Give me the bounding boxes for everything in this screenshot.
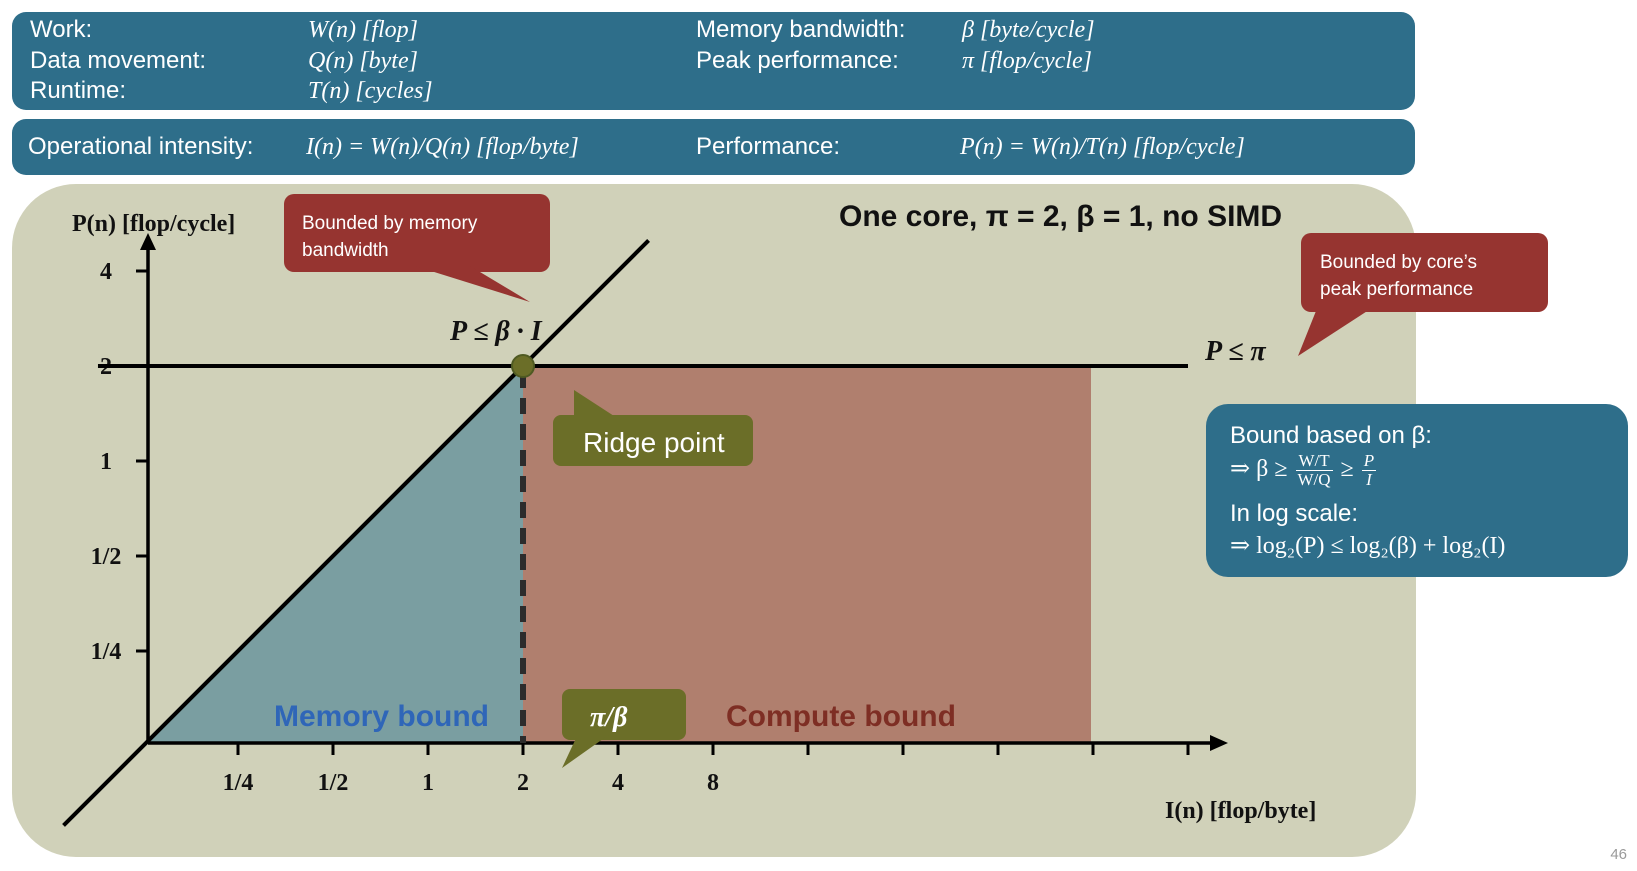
fraction-i: I [1366,470,1372,489]
intensity-formula: I(n) = W(n)/Q(n) [flop/byte] [306,134,579,160]
bandwidth-callout-line1: Bounded by memory [302,213,478,234]
y-axis-label: P(n) [flop/cycle] [72,211,235,237]
page-number: 46 [1610,846,1627,863]
peak-callout-line2: peak performance [1320,279,1473,300]
fraction-wt: W/T [1295,452,1333,471]
bound-line2-prefix: ⇒ β ≥ [1230,456,1288,483]
x-axis-arrow [1210,735,1228,751]
runtime-label: Runtime: [30,77,127,104]
peak-callout-line1: Bounded by core’s [1320,252,1477,273]
x-ticks: 1/4 1/2 1 2 4 8 [223,743,1190,796]
ridge-point-callout: Ridge point [553,390,753,466]
y-tick-label: 1/4 [91,639,122,665]
fraction-p: P [1361,451,1377,471]
peak-label: Peak performance: [696,47,899,74]
x-tick-label: 8 [707,770,719,796]
bound-explanation-box: Bound based on β: ⇒ β ≥ W/T W/Q ≥ P I In… [1206,404,1628,577]
bound-line1: Bound based on β: [1230,422,1432,449]
geq-sign: ≥ [1340,456,1354,483]
fraction-p-i: P I [1361,451,1377,489]
bandwidth-label: Memory bandwidth: [696,16,906,43]
runtime-value: T(n) [cycles] [308,78,433,104]
fraction-wq: W/Q [1297,470,1331,489]
work-label: Work: [30,16,93,43]
intensity-label: Operational intensity: [28,133,254,160]
y-tick-label: 1 [100,449,112,475]
bandwidth-callout-line2: bandwidth [302,240,389,261]
bound-line4: ⇒ log₂(P) ≤ log₂(β) + log₂(I) [1230,533,1506,559]
y-ticks: 4211/21/4 [91,259,148,665]
bandwidth-bound-label: P ≤ β · I [449,316,543,347]
x-tick-label: 4 [612,770,624,796]
peak-value: π [flop/cycle] [962,48,1092,74]
work-value: W(n) [flop] [308,17,418,43]
peak-callout: Bounded by core’s peak performance [1298,233,1548,356]
y-axis-arrow [140,233,156,250]
bandwidth-callout: Bounded by memory bandwidth [284,194,550,302]
x-tick-label: 2 [517,770,529,796]
bandwidth-bound-line [62,239,650,827]
chart-title: One core, π = 2, β = 1, no SIMD [839,200,1282,233]
ridge-x-callout: π/β [562,689,686,768]
bound-line3: In log scale: [1230,500,1359,527]
y-tick-label: 1/2 [91,544,122,570]
fraction-wt-wq: W/T W/Q [1295,452,1333,489]
definitions-bar: Work: W(n) [flop] Memory bandwidth: β [b… [12,12,1415,110]
compute-bound-label: Compute bound [726,700,956,733]
x-tick-label: 1/4 [223,770,254,796]
bandwidth-value: β [byte/cycle] [962,17,1095,43]
peak-bound-label: P ≤ π [1204,336,1266,367]
x-axis-label: I(n) [flop/byte] [1165,798,1316,824]
y-tick-label: 4 [100,259,112,285]
performance-label: Performance: [696,133,841,160]
ridge-point-label: Ridge point [583,427,725,458]
x-tick-label: 1 [422,770,434,796]
x-tick-label: 1/2 [318,770,349,796]
bound-line2: ⇒ β ≥ W/T W/Q ≥ P I [1230,452,1378,489]
ridge-x-label: π/β [590,702,628,733]
ridge-point-marker [511,354,535,378]
performance-formula: P(n) = W(n)/T(n) [flop/cycle] [960,134,1245,160]
data-movement-value: Q(n) [byte] [308,48,418,74]
metrics-bar: Operational intensity: I(n) = W(n)/Q(n) … [12,119,1415,175]
data-movement-label: Data movement: [30,47,207,74]
memory-bound-label: Memory bound [274,700,489,733]
